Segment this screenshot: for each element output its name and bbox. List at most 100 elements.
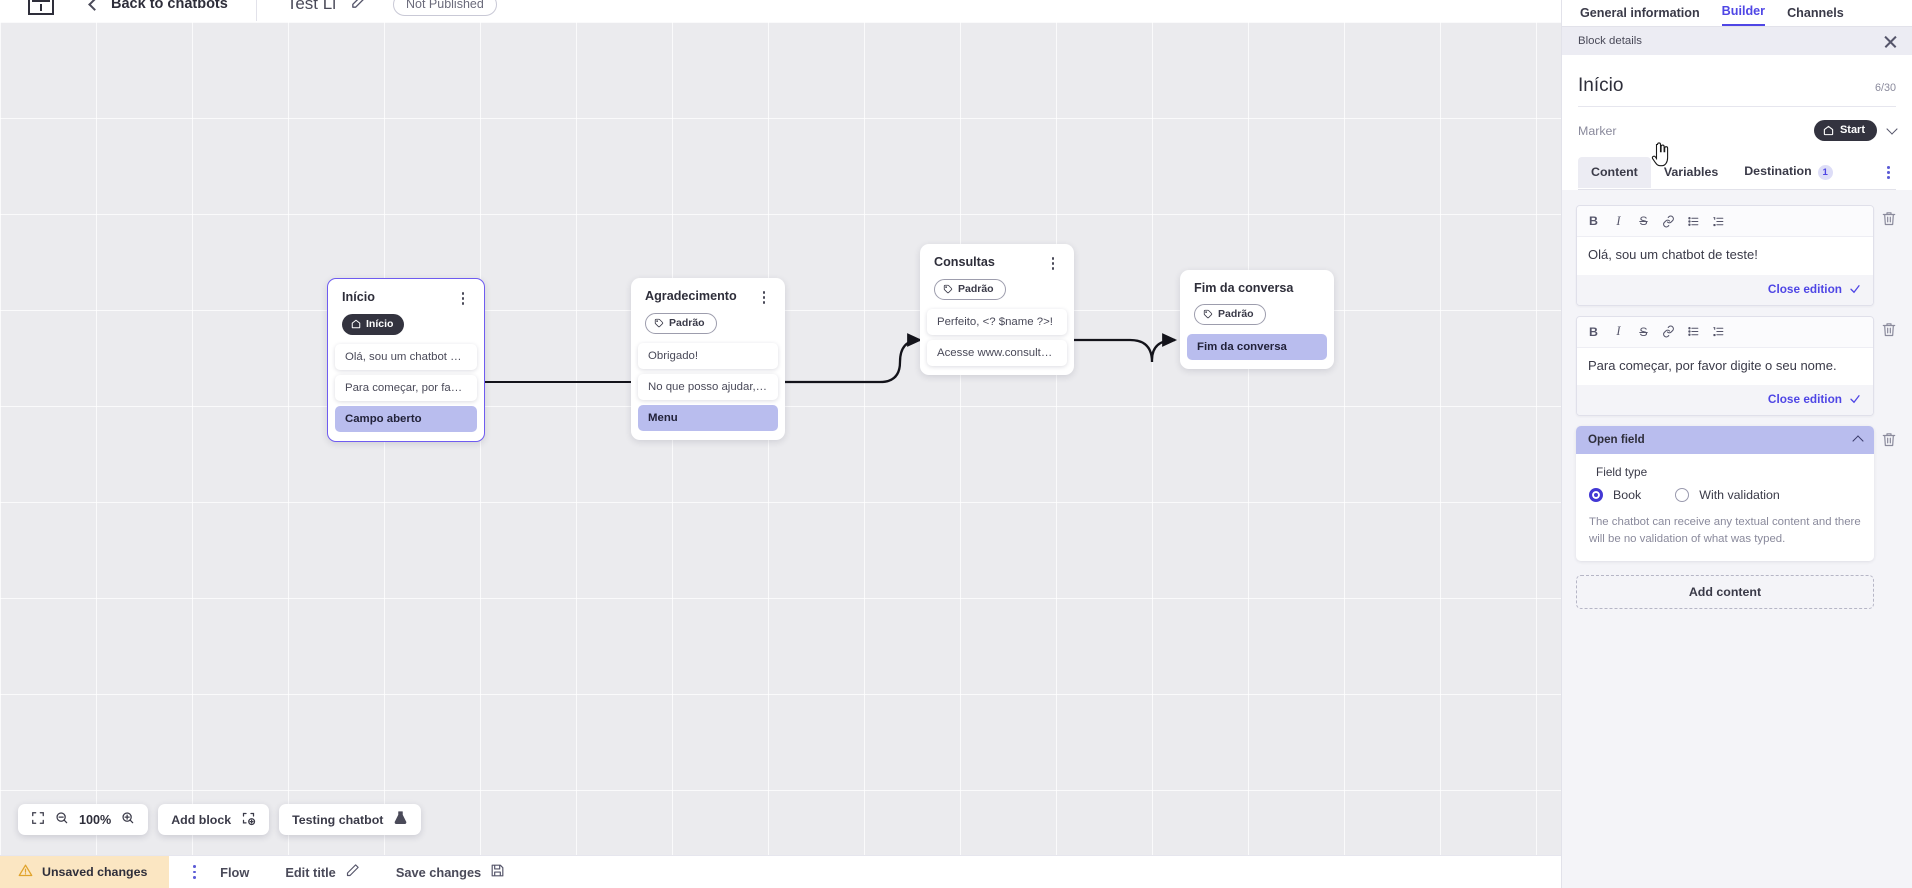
flow-node-agradecimento[interactable]: Agradecimento Padrão Obrigado! No que po… [631,278,785,440]
flow-button[interactable]: Flow [220,865,249,880]
node-tag-row: Padrão [920,278,1074,300]
zoom-out-icon[interactable] [55,811,69,828]
canvas-toolbar: 100% Add block Testing chatbot [18,804,422,835]
node-row[interactable]: Olá, sou um chatbot de teste! [335,343,477,370]
node-tag-start[interactable]: Início [342,313,405,335]
node-row[interactable]: Acesse www.consultas.com par... [927,339,1067,366]
editor-footer: Close edition [1577,385,1873,416]
bullet-list-icon[interactable] [1683,211,1704,231]
radio-book[interactable] [1589,488,1603,503]
marker-select[interactable]: Start [1813,120,1877,141]
delete-open-field-button[interactable] [1881,426,1898,453]
node-rows: Fim da conversa [1180,334,1334,360]
char-counter: 6/30 [1874,82,1896,94]
testing-chatbot-button[interactable]: Testing chatbot [279,804,422,835]
italic-icon[interactable]: I [1616,213,1621,228]
node-title: Agradecimento [645,289,737,303]
bold-icon[interactable]: B [1589,324,1598,339]
app-logo[interactable] [28,0,54,15]
strikethrough-icon[interactable]: S [1639,324,1648,339]
back-chevron-icon[interactable] [88,0,101,11]
save-changes-button[interactable]: Save changes [396,863,505,881]
edit-title-pencil-icon[interactable] [350,0,367,15]
edit-title-button[interactable]: Edit title [285,863,359,881]
open-field-header[interactable]: Open field [1576,426,1874,455]
chevron-up-icon[interactable] [1852,435,1864,447]
add-block-label: Add block [171,812,232,827]
right-panel: General information Builder Channels Blo… [1561,0,1912,888]
add-block-button[interactable]: Add block [158,804,270,835]
node-row[interactable]: Obrigado! [638,342,778,369]
node-header: Consultas [920,255,1074,270]
node-tag-default[interactable]: Padrão [645,312,717,334]
tab-channels[interactable]: Channels [1787,6,1844,20]
radio-with-validation-label[interactable]: With validation [1699,488,1780,503]
close-edition-button[interactable]: Close edition [1767,392,1842,407]
marker-row: Marker Start [1578,107,1898,153]
zoom-in-icon[interactable] [121,811,135,828]
panel-top-tabs: General information Builder Channels [1562,0,1912,27]
node-tag-default[interactable]: Padrão [1194,304,1266,325]
status-menu-button[interactable] [193,865,197,879]
tab-builder[interactable]: Builder [1721,4,1766,26]
node-menu-button[interactable] [757,289,771,304]
flow-node-fim-da-conversa[interactable]: Fim da conversa Padrão Fim da conversa [1180,270,1334,369]
delete-content-button[interactable] [1881,316,1898,343]
flow-node-consultas[interactable]: Consultas Padrão Perfeito, <? $name ?>! … [920,244,1074,375]
link-icon[interactable] [1658,322,1679,342]
node-tag-default[interactable]: Padrão [934,278,1006,300]
node-row[interactable]: Fim da conversa [1187,334,1327,360]
node-menu-button[interactable] [456,290,470,305]
rich-text-editor[interactable]: B I S [1576,315,1874,417]
fit-screen-icon[interactable] [31,811,45,828]
numbered-list-icon[interactable] [1708,211,1729,231]
editor-text[interactable]: Para começar, por favor digite o seu nom… [1588,357,1837,373]
numbered-list-icon[interactable] [1708,322,1729,342]
back-to-chatbots-link[interactable]: Back to chatbots [111,0,228,12]
flow-node-inicio[interactable]: Início Início Olá, sou um chatbot de tes… [327,278,485,442]
warning-triangle-icon [18,863,33,881]
tag-icon [1203,309,1213,319]
node-row[interactable]: Perfeito, <? $name ?>! [927,308,1067,335]
node-row[interactable]: Campo aberto [335,405,477,432]
node-row[interactable]: Para começar, por favor digite o ... [335,374,477,401]
node-row[interactable]: No que posso ajudar, <? $name ... [638,373,778,400]
panel-body: Início 6/30 Marker Start Content Variabl… [1562,55,1912,888]
add-block-icon [241,811,256,829]
bold-icon[interactable]: B [1589,214,1598,228]
editor-text[interactable]: Olá, sou um chatbot de teste! [1588,247,1758,262]
node-rows: Obrigado! No que posso ajudar, <? $name … [631,342,785,431]
bullet-list-icon[interactable] [1683,322,1704,342]
radio-book-label[interactable]: Book [1613,488,1642,503]
block-details-header: Block details [1562,27,1912,55]
rich-text-editor[interactable]: B I S [1576,205,1874,306]
chevron-down-icon[interactable] [1886,122,1898,135]
edit-title-label: Edit title [285,864,336,880]
tab-content[interactable]: Content [1578,157,1651,188]
content-block-1: B I S [1576,205,1898,306]
node-tag-label: Padrão [1218,308,1254,320]
save-changes-label: Save changes [395,864,482,880]
radio-with-validation[interactable] [1675,488,1690,503]
editor-footer: Close edition [1577,274,1873,305]
home-icon [351,319,361,329]
strikethrough-icon[interactable]: S [1639,214,1648,228]
trash-icon [1882,322,1896,336]
tab-variables[interactable]: Variables [1663,165,1719,179]
link-icon[interactable] [1658,211,1679,231]
delete-content-button[interactable] [1881,205,1898,232]
add-content-button[interactable]: Add content [1576,575,1874,610]
flow-canvas[interactable]: Início Início Olá, sou um chatbot de tes… [0,22,1561,855]
node-title: Fim da conversa [1194,281,1294,295]
tag-icon [654,318,664,328]
node-row[interactable]: Menu [638,404,778,431]
save-disk-icon [490,863,505,881]
node-menu-button[interactable] [1046,255,1060,270]
close-edition-button[interactable]: Close edition [1767,281,1842,296]
tab-general-information[interactable]: General information [1580,6,1700,20]
close-icon[interactable] [1883,34,1898,49]
italic-icon[interactable]: I [1616,324,1621,339]
panel-menu-button[interactable] [1887,165,1890,180]
content-block-2: B I S [1576,315,1898,417]
